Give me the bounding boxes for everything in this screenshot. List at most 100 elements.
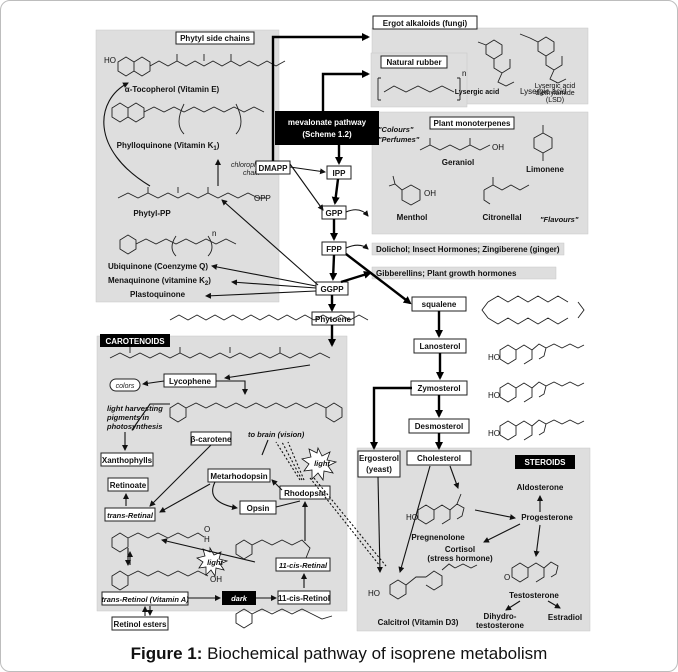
cis-retinal-label: 11-cis-Retinal [279,561,328,570]
tocopherol-label: α-Tocopherol (Vitamin E) [125,85,220,94]
beta-carotene-label: β-carotene [191,435,232,444]
ipp-to-rubber-arrow [321,70,370,111]
light-label-upper: light [314,459,330,468]
progesterone-to-cortisol-arrow [483,523,521,543]
trans-retinol-structure [111,570,209,591]
fpp-to-ggpp-arrow [329,254,338,281]
menaquinone-label: Menaquinone (vitamine K2) [108,276,211,287]
phytyl-to-tocopherol-arrow [103,82,151,187]
ergosterol-to-calcitrol-arrow [376,476,383,573]
testosterone-to-dht-arrow [505,600,521,611]
lanosterol-label: Lanosterol [420,342,461,351]
lsd-label-2: diethylamide [535,90,574,97]
cis-retinol-node [277,590,331,605]
monoterpenes-panel [371,111,589,235]
limonene-structure [533,125,553,161]
rubber-title: Natural rubber [386,58,441,67]
lsd-structure [519,33,567,84]
trans-retinal-label: trans-Retinal [107,511,154,520]
cisretinal-to-transretinal-arrow [161,538,256,563]
testosterone-structure [511,561,559,583]
dmapp-to-ipp-arrow [289,166,326,175]
carotenoids-title: CAROTENOIDS [105,337,165,346]
cis-retinol-structure [235,608,333,629]
menthol-label: Menthol [397,213,428,222]
steroids-title-box [515,455,575,469]
monoterpenes-title: Plant monoterpenes [434,119,511,128]
light-harvesting-label: light harvesting [107,404,163,413]
colors-label: colors [116,383,135,390]
citronellal-structure [483,177,530,205]
citronellal-label: Citronellal [482,213,521,222]
ggpp-label: GGPP [320,285,344,294]
light-burst-lower-icon [196,546,229,578]
opp-label: OPP [254,194,271,203]
lycophene-label: Lycophene [169,377,211,386]
ipp-node [326,165,352,180]
cholesterol-to-calcitrol-arrow [398,465,431,573]
cortisol-label: Cortisol [445,545,475,554]
beta-carotene-chain-structure [169,402,343,423]
squalene-structure [481,295,585,325]
geraniol-label: Geraniol [442,158,474,167]
lanosterol-structure [499,343,585,365]
squalene-label: squalene [422,300,457,309]
menthol-structure [388,175,421,206]
steroids-title: STEROIDS [525,458,567,467]
ggpp-to-ubiquinone-arrow [211,263,317,287]
chlorophyll-label-2: chain [243,170,260,177]
trans-retinal-structure [111,532,205,553]
limonene-label: Limonene [526,165,564,174]
geraniol-structure [419,138,491,151]
flavours-label: "Flavours" [540,215,579,224]
retinol-esters-label: Retinol esters [114,620,167,629]
rhodopsin-node [279,485,331,500]
metarhodopsin-to-transretinal-arrow [159,483,211,513]
opsin-rhodopsin-line [275,500,301,508]
phytoene-structure [169,314,369,321]
lsd-label: Lysergic acid [535,83,576,90]
zymosterol-structure [499,381,585,403]
dmapp-label: DMAPP [259,164,289,173]
trans-retinal-node [104,507,156,522]
perfumes-label: "Perfumes" [378,135,420,144]
retinoate-label: Retinoate [110,481,147,490]
pregnenolone-structure [417,493,465,525]
gibberellins-label: Gibberellins; Plant growth hormones [376,269,517,278]
lysergic-acid-name: Lysergic acid [455,89,500,96]
calcitrol-structure [389,563,478,600]
dht-sub: testosterone [476,621,525,630]
testosterone-to-estradiol-arrow [547,600,561,609]
isoprene-pathway-diagram: Phytyl side chains Ergot alkaloids (fung… [95,15,591,632]
lsd-label-3: (LSD) [546,97,564,104]
lycopene-chain-structure [109,347,331,359]
ggpp-to-phytyl-arrow [221,199,319,286]
rhodopsin-to-metarhodopsin-arrow [271,479,283,491]
rubber-n: n [462,69,466,78]
xanthophylls-node [100,452,154,467]
metarhodopsin-label: Metarhodopsin [210,472,267,481]
dolichol-label: Dolichol; Insect Hormones; Zingiberene (… [376,245,560,254]
ubiquinone-label: Ubiquinone (Coenzyme Q) [108,262,208,271]
ubiquinone-structure [119,234,237,257]
testosterone-label: Testosterone [509,591,559,600]
cholesterol-label: Cholesterol [417,454,461,463]
cholesterol-node [406,450,472,466]
chlorophyll-label: chlorophyll side [231,162,279,169]
desmosterol-structure [499,419,585,441]
mevalonate-label: mevalonate pathway [288,118,367,127]
desmosterol-ho: HO [488,429,500,438]
retinol-esters-node [111,616,169,631]
ipp-to-gpp-arrow [331,178,340,205]
ubiquinone-n: n [212,229,216,238]
lycophene-to-carotene-chain-arrow [216,380,248,395]
ergot-title-box [372,15,478,30]
trans-retinal-o: O [204,525,210,534]
ggpp-to-gibberellins-arrow [340,270,372,284]
ergosterol-sub: (yeast) [366,465,392,474]
dmapp-to-ergot-arrow [271,33,370,161]
light-burst-upper-icon [301,446,338,482]
tocopherol-ho: HO [104,56,116,65]
steroids-panel [356,447,591,632]
caption-label: Figure 1: [130,644,203,663]
